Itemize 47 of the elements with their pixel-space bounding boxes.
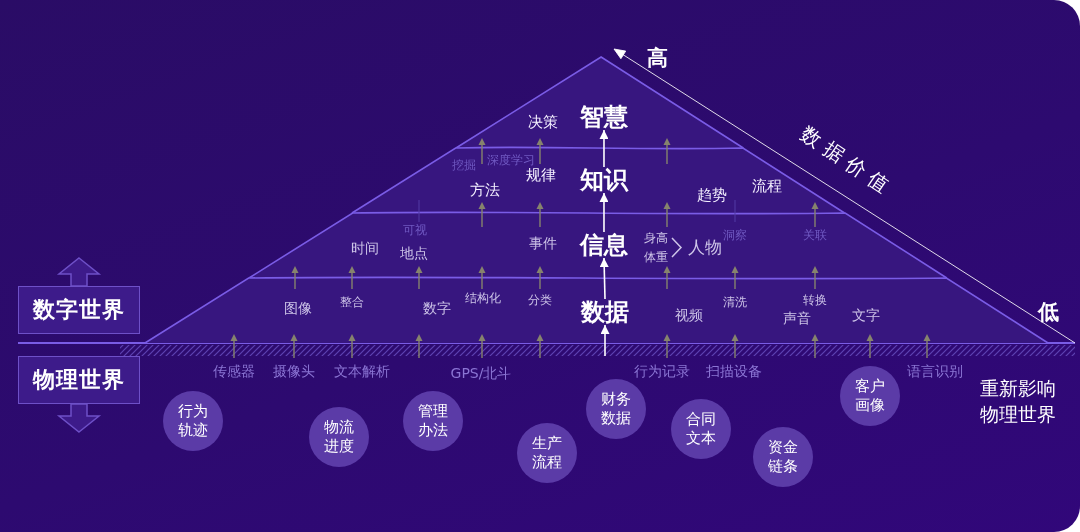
source-label: 文本解析 <box>334 364 390 378</box>
term-label: 时间 <box>351 241 379 255</box>
term-label: 决策 <box>528 114 558 130</box>
arrow <box>599 257 609 300</box>
term-label: 规律 <box>526 167 556 183</box>
process-label: 清洗 <box>723 296 747 308</box>
axis-title: 数据价值 <box>797 122 899 200</box>
process-label: 结构化 <box>465 292 501 304</box>
layer-title: 数据 <box>581 300 629 324</box>
source-label: GPS/北斗 <box>450 366 512 380</box>
term-label: 文字 <box>852 308 880 322</box>
process-label: 洞察 <box>723 229 747 241</box>
process-label: 可视 <box>403 224 427 236</box>
axis-end-label: 高 <box>646 47 668 69</box>
term-label: 体重 <box>644 251 668 263</box>
term-label: 视频 <box>675 308 703 322</box>
pyramid-layer <box>248 213 947 278</box>
process-label: 整合 <box>340 296 364 308</box>
term-label: 身高 <box>644 232 668 244</box>
term-label: 人物 <box>688 238 722 256</box>
arrow <box>599 192 609 233</box>
term-label: 流程 <box>752 178 782 194</box>
layer-title: 知识 <box>580 168 628 192</box>
process-label: 深度学习 <box>487 154 535 166</box>
process-label: 分类 <box>528 294 552 306</box>
process-label: 转换 <box>803 294 827 306</box>
process-label: 关联 <box>803 229 827 241</box>
layer-title: 信息 <box>580 233 628 257</box>
term-label: 趋势 <box>697 187 727 203</box>
term-label: 方法 <box>470 182 500 198</box>
note-text: 重新影响物理世界 <box>979 376 1057 427</box>
arrow <box>599 129 609 168</box>
axis-end-label: 低 <box>1037 301 1059 323</box>
term-label: 地点 <box>400 246 428 260</box>
source-label: 行为记录 <box>634 364 690 378</box>
world-panel: 物理世界 <box>18 356 140 404</box>
term-label: 图像 <box>284 301 312 315</box>
arrow <box>600 324 610 357</box>
term-label: 数字 <box>423 301 451 315</box>
term-label: 声音 <box>783 311 811 325</box>
world-panel: 数字世界 <box>18 286 140 334</box>
layer-title: 智慧 <box>580 105 628 129</box>
process-label: 挖掘 <box>452 159 476 171</box>
source-label: 摄像头 <box>273 364 315 378</box>
term-label: 事件 <box>529 236 557 250</box>
source-label: 扫描设备 <box>706 364 762 378</box>
source-label: 传感器 <box>213 364 255 378</box>
